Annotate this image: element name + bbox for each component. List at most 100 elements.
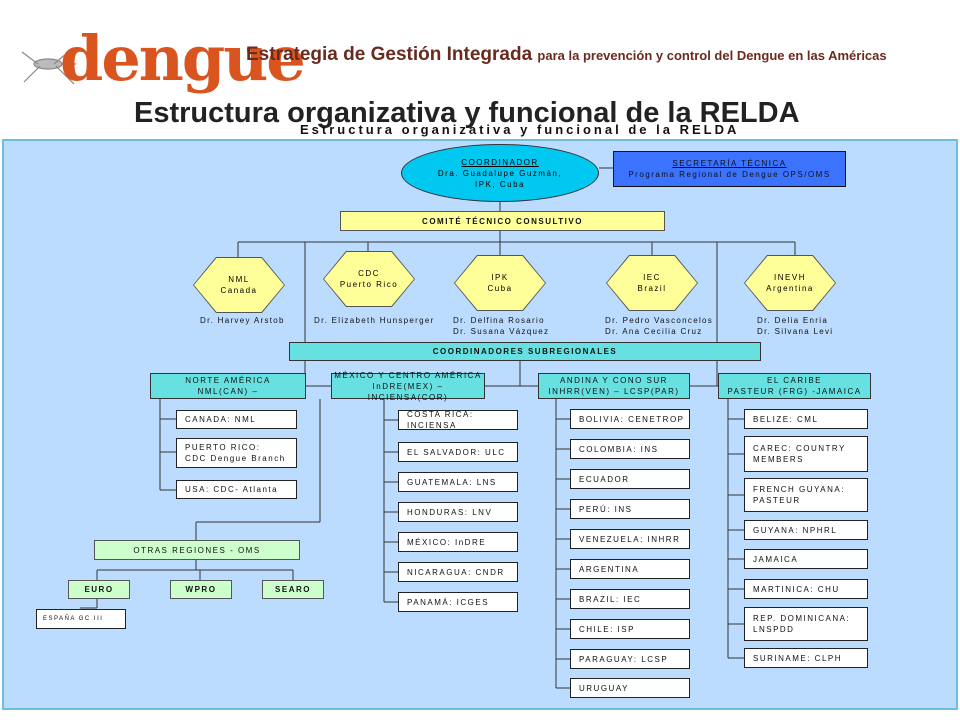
country-box: MARTINICA: CHU — [744, 579, 868, 599]
country-label: CHILE: ISP — [579, 624, 635, 634]
strategy-tail: para la prevención y control del Dengue … — [537, 48, 887, 63]
country-box: VENEZUELA: INHRR — [570, 529, 690, 549]
country-lab: MEMBERS — [753, 455, 804, 464]
espana-box: ESPAÑA GC III — [36, 609, 126, 629]
country-box: HONDURAS: LNV — [398, 502, 518, 522]
region-name: EL CARIBE — [767, 376, 822, 385]
lab-label: INEVH — [774, 273, 806, 282]
country-label: CANADA: NML — [185, 415, 257, 424]
lab-nml: NML Canada — [194, 258, 284, 312]
contact-name: Dr. Harvey Arstob — [200, 316, 285, 325]
country-box: SURINAME: CLPH — [744, 648, 868, 668]
country-box: BELIZE: CML — [744, 409, 868, 429]
page-subtitle: Estructura organizativa y funcional de l… — [300, 122, 740, 137]
lab-country: Brazil — [637, 284, 667, 293]
country-box: ARGENTINA — [570, 559, 690, 579]
country-label: COLOMBIA: INS — [579, 444, 659, 454]
region-coordinators: PASTEUR (FRG) -JAMAICA — [727, 387, 862, 396]
country-label: SURINAME: CLPH — [753, 653, 843, 663]
country-box: COLOMBIA: INS — [570, 439, 690, 459]
country-box: CHILE: ISP — [570, 619, 690, 639]
country-box: BRAZIL: IEC — [570, 589, 690, 609]
country-label: PERÚ: INS — [579, 504, 633, 514]
country-lab: LNSPDD — [753, 625, 795, 634]
country-box: CAREC: COUNTRY MEMBERS — [744, 436, 868, 472]
lab-contacts-cdc: Dr. Elizabeth Hunsperger — [314, 315, 435, 326]
region-coordinators: NML(CAN) – — [197, 387, 259, 396]
country-label: JAMAICA — [753, 554, 799, 564]
lab-country: Canada — [220, 286, 258, 295]
lab-label: NML — [228, 275, 250, 284]
country-box: JAMAICA — [744, 549, 868, 569]
contact-name: Dr. Susana Vázquez — [453, 327, 550, 336]
strategy-title: Estrategia de Gestión Integrada para la … — [246, 44, 887, 66]
who-region-searo: SEARO — [262, 580, 324, 599]
country-label: BELIZE: CML — [753, 414, 819, 424]
region-name: NORTE AMÉRICA — [185, 376, 271, 385]
country-label: URUGUAY — [579, 683, 629, 693]
contact-name: Dr. Elizabeth Hunsperger — [314, 316, 435, 325]
mosquito-icon — [21, 47, 76, 85]
region-name: MÉXICO Y CENTRO AMÉRICA — [334, 370, 482, 380]
dengue-logo: dengue — [18, 14, 306, 94]
otras-regiones-box: OTRAS REGIONES - OMS — [94, 540, 300, 560]
page-title: Estructura organizativa y funcional de l… — [134, 97, 800, 129]
country-label: NICARAGUA: CNDR — [407, 567, 505, 577]
coordinator-node: COORDINADOR Dra. Guadalupe Guzmán, IPK, … — [401, 144, 599, 202]
country-label: USA: CDC- Atlanta — [185, 485, 279, 494]
country-label: GUATEMALA: LNS — [407, 477, 497, 487]
lab-ipk: IPK Cuba — [455, 256, 545, 310]
contact-name: Dr. Delfina Rosario — [453, 316, 545, 325]
region-el-caribe: EL CARIBE PASTEUR (FRG) -JAMAICA — [718, 373, 871, 399]
region-coordinators: InDRE(MEX) – INCIENSA(COR) — [367, 381, 449, 402]
lab-inevh: INEVH Argentina — [745, 256, 835, 310]
country-box: GUATEMALA: LNS — [398, 472, 518, 492]
country-box: NICARAGUA: CNDR — [398, 562, 518, 582]
country-label: MÉXICO: InDRE — [407, 537, 487, 547]
region-andina-cono-sur: ANDINA Y CONO SUR INHRR(VEN) – LCSP(PAR) — [538, 373, 690, 399]
lab-country: Argentina — [766, 284, 814, 293]
country-box: ECUADOR — [570, 469, 690, 489]
country-box: EL SALVADOR: ULC — [398, 442, 518, 462]
region-norte-america: NORTE AMÉRICA NML(CAN) – — [150, 373, 306, 399]
country-label: PUERTO RICO: — [185, 443, 261, 452]
lab-contacts-nml: Dr. Harvey Arstob — [200, 315, 285, 326]
country-label: PANAMÁ: ICGES — [407, 597, 490, 607]
country-lab: PASTEUR — [753, 496, 801, 505]
country-box: CANADA: NML — [176, 410, 297, 429]
lab-label: IEC — [643, 273, 661, 282]
region-name: ANDINA Y CONO SUR — [560, 376, 668, 385]
country-label: BOLIVIA: CENETROP — [579, 414, 685, 424]
country-box: FRENCH GUYANA:PASTEUR — [744, 478, 868, 512]
secretaria-title: SECRETARÍA TÉCNICA — [672, 159, 787, 168]
country-label: GUYANA: NPHRL — [753, 525, 838, 535]
secretaria-tecnica-box: SECRETARÍA TÉCNICA Programa Regional de … — [613, 151, 846, 187]
coordinator-title: COORDINADOR — [461, 157, 539, 167]
who-region-wpro: WPRO — [170, 580, 232, 599]
country-box: BOLIVIA: CENETROP — [570, 409, 690, 429]
country-box: URUGUAY — [570, 678, 690, 698]
region-coordinators: INHRR(VEN) – LCSP(PAR) — [548, 387, 680, 396]
lab-cdc: CDC Puerto Rico — [324, 252, 414, 306]
country-label: CAREC: COUNTRY — [753, 444, 846, 453]
comite-tecnico-box: COMITÉ TÉCNICO CONSULTIVO — [340, 211, 665, 231]
logo-word: dengue — [60, 22, 306, 95]
country-label: COSTA RICA: INCIENSA — [407, 410, 474, 430]
country-label: ARGENTINA — [579, 564, 640, 574]
country-box: REP. DOMINICANA:LNSPDD — [744, 607, 868, 641]
country-label: MARTINICA: CHU — [753, 584, 840, 594]
country-label: ECUADOR — [579, 474, 630, 484]
country-label: EL SALVADOR: ULC — [407, 447, 506, 457]
country-box: PUERTO RICO:CDC Dengue Branch — [176, 438, 297, 468]
coordinator-org: IPK, Cuba — [475, 179, 525, 189]
strategy-main: Estrategia de Gestión Integrada — [246, 44, 533, 65]
country-box: COSTA RICA: INCIENSA — [398, 410, 518, 430]
country-label: PARAGUAY: LCSP — [579, 654, 669, 664]
contact-name: Dr. Pedro Vasconcelos — [605, 316, 714, 325]
country-box: PERÚ: INS — [570, 499, 690, 519]
country-box: MÉXICO: InDRE — [398, 532, 518, 552]
contact-name: Dr. Ana Cecilia Cruz — [605, 327, 703, 336]
